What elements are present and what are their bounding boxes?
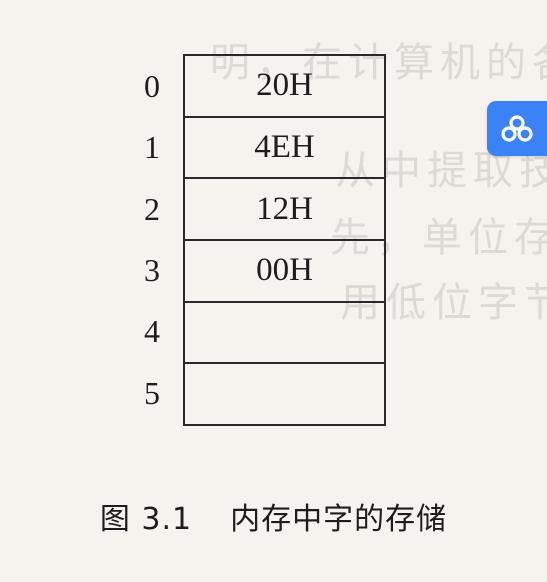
memory-table: 20H 4EH 12H 00H [183, 54, 386, 426]
address-label: 2 [144, 190, 160, 227]
address-label: 0 [144, 68, 160, 105]
memory-cell: 20H [185, 56, 384, 118]
memory-cell: 12H [185, 179, 384, 242]
memory-cell: 4EH [185, 118, 384, 180]
cloud-share-icon [500, 114, 534, 144]
address-column: 0 1 2 3 4 5 [130, 56, 174, 424]
memory-cell [185, 303, 384, 365]
figure-caption: 图 3.1 内存中字的存储 [0, 494, 547, 538]
memory-cell: 00H [185, 241, 384, 303]
bleed-through-text: 用低位字节存 [340, 280, 547, 326]
address-label: 4 [144, 313, 160, 350]
address-label: 3 [144, 252, 160, 289]
address-label: 5 [144, 374, 160, 411]
figure-title: 内存中字的存储 [230, 502, 448, 537]
bleed-through-text: 明，在计算机的各式字型 [210, 40, 547, 86]
floating-app-button[interactable] [487, 101, 547, 156]
figure-number: 图 3.1 [99, 502, 193, 537]
memory-cell [185, 364, 384, 424]
bleed-through-text: 先，单位存储区两个 [330, 215, 547, 261]
address-label: 1 [144, 129, 160, 166]
